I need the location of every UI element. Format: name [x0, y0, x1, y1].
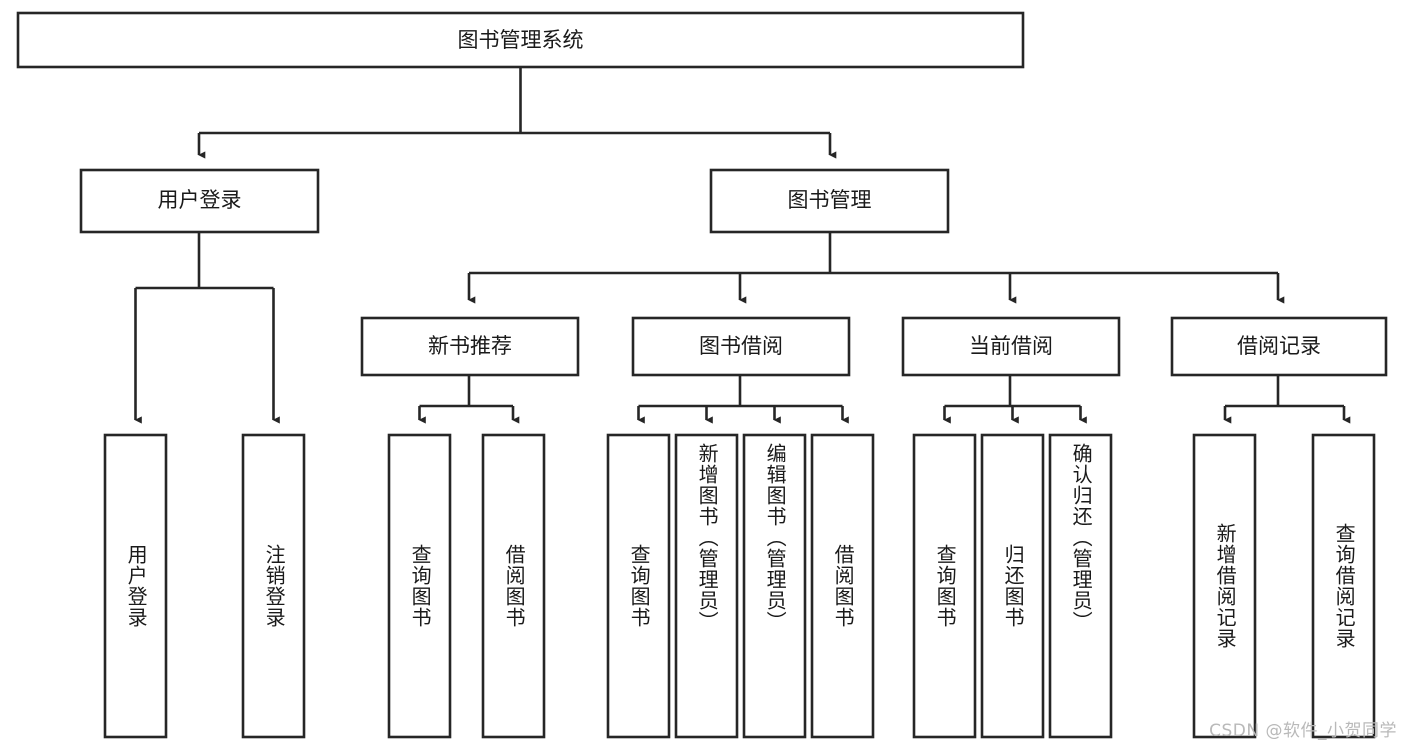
leaf-user-login-box[interactable]: [103, 433, 168, 739]
node-book-manage[interactable]: 图书管理: [709, 168, 950, 234]
leaf-query-record-box[interactable]: [1311, 433, 1376, 739]
node-user-login-box: [79, 168, 320, 234]
node-root-label: 图书管理系统: [458, 28, 584, 52]
node-book-borrow[interactable]: 图书借阅: [631, 316, 851, 377]
leaf-borrow-book-2-box[interactable]: [810, 433, 875, 739]
node-user-login-label: 用户登录: [158, 188, 242, 212]
node-borrow-record[interactable]: 借阅记录: [1170, 316, 1388, 377]
node-root[interactable]: 图书管理系统: [16, 11, 1025, 69]
connector-book-manage-to-level3: [467, 232, 1285, 304]
csdn-watermark: CSDN @软件_小贺同学: [1209, 721, 1397, 741]
leaf-add-record-box[interactable]: [1192, 433, 1257, 739]
leaf-query-book-2-box[interactable]: [606, 433, 671, 739]
leaf-logout-box[interactable]: [241, 433, 306, 739]
connector-current-borrow-to-leaves: [943, 375, 1087, 424]
leaf-edit-book-box[interactable]: [742, 433, 807, 739]
node-borrow-record-box: [1170, 316, 1388, 377]
leaf-borrow-book-1-box[interactable]: [481, 433, 546, 739]
leaf-boxes: [103, 433, 1376, 739]
leaf-return-book-box[interactable]: [980, 433, 1045, 739]
connector-root-to-level2: [197, 67, 837, 159]
node-book-manage-label: 图书管理: [788, 188, 872, 212]
node-book-borrow-box: [631, 316, 851, 377]
connector-new-book-recommend-to-leaves: [418, 375, 520, 424]
node-current-borrow-box: [901, 316, 1121, 377]
node-user-login[interactable]: 用户登录: [79, 168, 320, 234]
node-new-book-recommend-label: 新书推荐: [428, 334, 512, 358]
node-current-borrow[interactable]: 当前借阅: [901, 316, 1121, 377]
node-new-book-recommend-box: [360, 316, 580, 377]
node-new-book-recommend[interactable]: 新书推荐: [360, 316, 580, 377]
connector-user-login-to-leaves: [134, 232, 280, 424]
leaf-confirm-return-box[interactable]: [1048, 433, 1113, 739]
connector-borrow-record-to-leaves: [1223, 375, 1351, 424]
leaf-add-book-box[interactable]: [674, 433, 739, 739]
connector-book-borrow-to-leaves: [637, 375, 849, 424]
node-current-borrow-label: 当前借阅: [969, 334, 1053, 358]
leaf-query-book-3-box[interactable]: [912, 433, 977, 739]
node-root-box: [16, 11, 1025, 69]
node-book-borrow-label: 图书借阅: [699, 334, 783, 358]
node-book-manage-box: [709, 168, 950, 234]
node-borrow-record-label: 借阅记录: [1237, 334, 1321, 358]
leaf-query-book-1-box[interactable]: [387, 433, 452, 739]
